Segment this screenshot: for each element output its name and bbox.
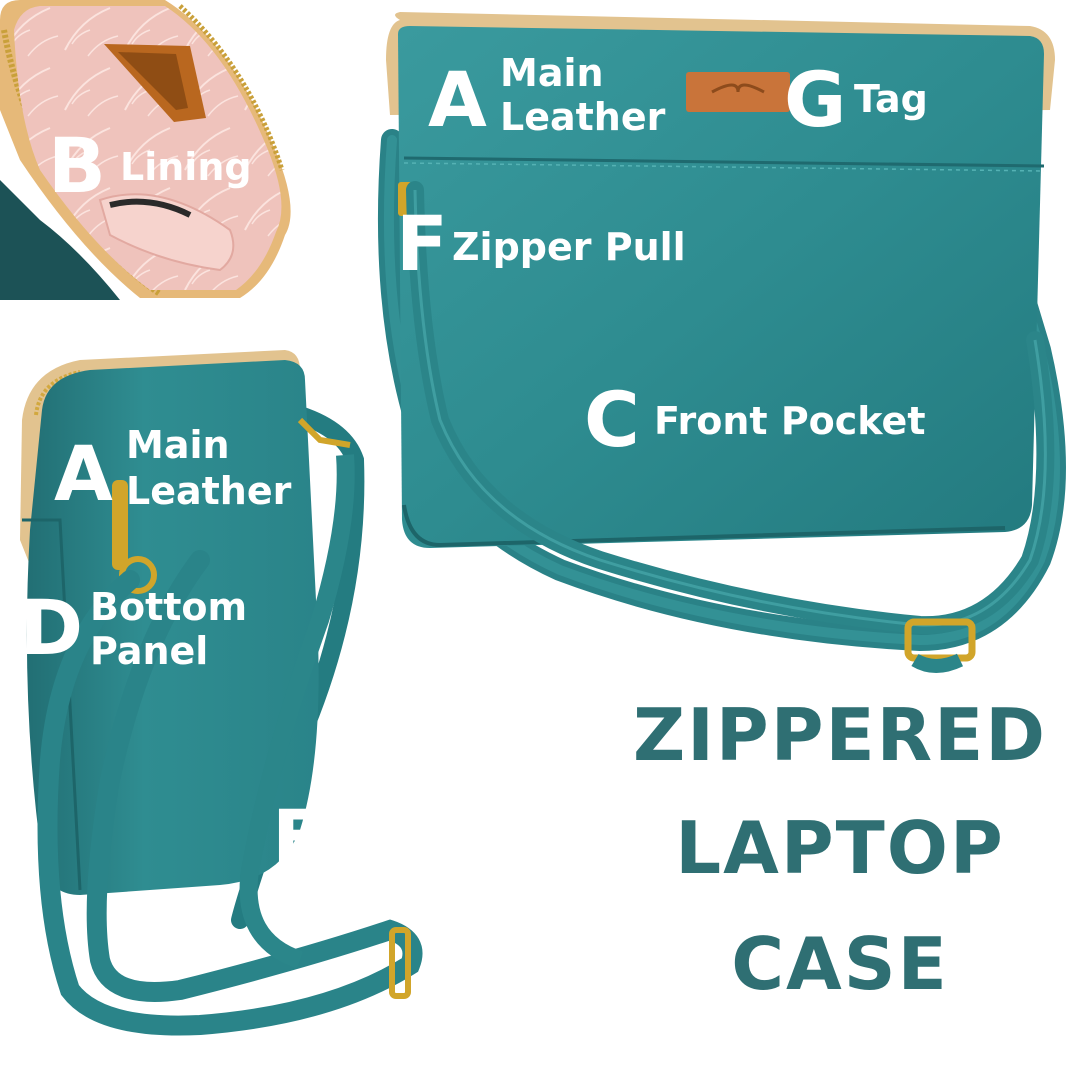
label-text-line1: Main	[126, 423, 230, 467]
label-text-line1: Main	[500, 51, 604, 95]
label-letter: B	[48, 121, 106, 210]
case-side-photo	[20, 350, 423, 1036]
label-text-line1: Bottom	[90, 585, 248, 629]
label-letter: G	[784, 55, 847, 144]
label-text-line2: Leather	[500, 95, 666, 139]
label-text-line2: Strap	[324, 841, 442, 885]
lining-photo	[0, 0, 300, 300]
label-letter: F	[396, 199, 448, 288]
label-text: Tag	[854, 77, 928, 121]
label-letter: A	[428, 55, 487, 144]
label-letter: D	[20, 583, 84, 672]
label-text-line1: Crossbody	[324, 795, 548, 839]
title-line-3: CASE	[731, 922, 949, 1006]
label-letter: E	[272, 793, 324, 882]
label-text: Lining	[120, 145, 252, 189]
label-text: Front Pocket	[654, 399, 926, 443]
title-line-2: LAPTOP	[675, 806, 1005, 890]
label-letter: A	[54, 429, 113, 518]
label-text-line2: Leather	[126, 469, 292, 513]
label-text-line2: Panel	[90, 629, 209, 673]
label-text: Zipper Pull	[452, 225, 686, 269]
title-line-1: ZIPPERED	[632, 693, 1048, 777]
case-front-photo	[377, 12, 1066, 673]
label-letter: C	[584, 375, 640, 464]
